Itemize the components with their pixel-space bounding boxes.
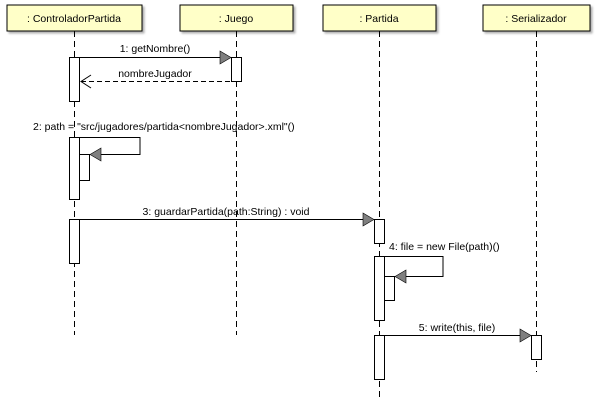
participant-label-partida: : Partida — [359, 13, 398, 25]
arrowhead-icon — [394, 269, 407, 284]
participant-label-controlador: : ControladorPartida — [27, 13, 121, 25]
message-5-label: 5: write(this, file) — [419, 322, 495, 334]
activation-partida-2 — [374, 256, 385, 321]
message-4: 4: file = new File(path)() — [384, 241, 500, 284]
activation-partida-self — [384, 276, 395, 301]
message-2: 2: path = "src/jugadores/partida<nombreJ… — [33, 121, 295, 162]
activation-serializador-1 — [531, 335, 542, 360]
participant-partida: : Partida — [322, 4, 437, 32]
activation-partida-1 — [374, 219, 385, 244]
participant-label-serializador: : Serializador — [505, 13, 567, 25]
return-1-label: nombreJugador — [118, 68, 192, 80]
message-2-label: 2: path = "src/jugadores/partida<nombreJ… — [33, 121, 295, 133]
message-1: 1: getNombre() — [79, 43, 232, 65]
activation-partida-3 — [374, 335, 385, 380]
activation-juego-1 — [231, 57, 242, 82]
message-5: 5: write(this, file) — [384, 322, 532, 343]
message-3-label: 3: guardarPartida(path:String) : void — [143, 206, 310, 218]
activation-controlador-self — [79, 154, 90, 181]
message-4-label: 4: file = new File(path)() — [389, 241, 500, 253]
activation-controlador-1 — [69, 57, 80, 102]
return-1: nombreJugador — [80, 68, 231, 89]
message-1-label: 1: getNombre() — [120, 43, 191, 55]
arrowhead-icon — [219, 50, 232, 65]
open-arrowhead-icon — [80, 74, 92, 89]
activation-controlador-2 — [69, 137, 80, 200]
arrowhead-icon — [89, 147, 102, 162]
arrowhead-icon — [519, 328, 532, 343]
message-3: 3: guardarPartida(path:String) : void — [79, 206, 375, 227]
participant-label-juego: : Juego — [219, 13, 254, 25]
participant-controlador: : ControladorPartida — [6, 4, 143, 32]
participant-juego: : Juego — [179, 4, 294, 32]
arrowhead-icon — [362, 212, 375, 227]
participant-serializador: : Serializador — [482, 4, 591, 32]
activation-controlador-3 — [69, 219, 80, 264]
